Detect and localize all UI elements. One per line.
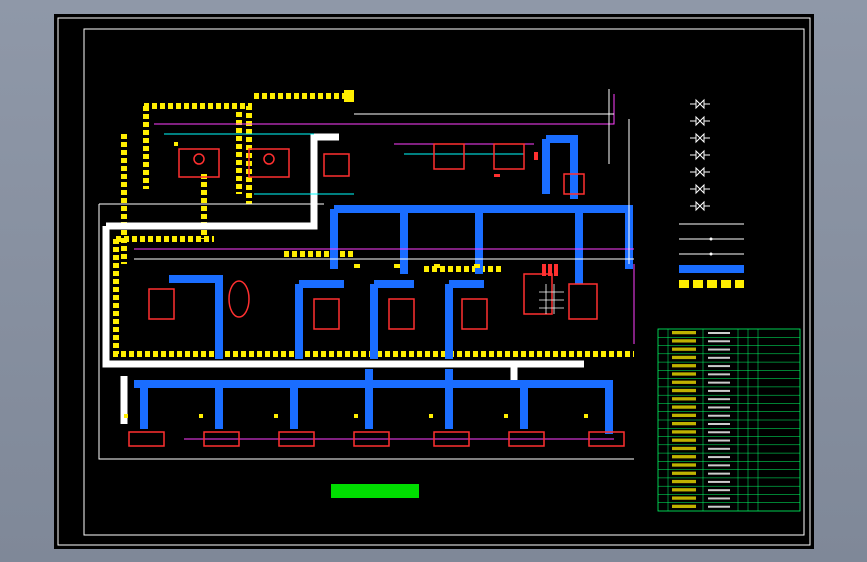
schematic-drawing xyxy=(57,17,811,546)
legend-valve-entry xyxy=(690,166,710,178)
cyan-grid xyxy=(539,284,564,314)
yellow-pipe-loop-main xyxy=(113,174,634,357)
legend-valve-entry xyxy=(690,200,710,212)
legend-valve-entry xyxy=(690,183,710,195)
equipment-group-middle xyxy=(148,273,598,330)
legend-line-entry xyxy=(679,252,744,256)
gate-valve-icon xyxy=(690,98,710,110)
legend-valves xyxy=(690,98,710,212)
safety-valve-icon xyxy=(690,166,710,178)
yellow-block xyxy=(344,90,354,102)
inner-frame xyxy=(83,28,805,536)
check-valve-icon xyxy=(690,115,710,127)
legend-line-entry xyxy=(679,265,744,273)
pump-row xyxy=(128,431,625,447)
outer-frame xyxy=(57,17,811,546)
red-accents xyxy=(494,152,558,276)
equipment-table xyxy=(657,328,801,512)
legend-valve-entry xyxy=(690,115,710,127)
legend-valve-entry xyxy=(690,149,710,161)
valve-markers xyxy=(124,142,588,418)
solenoid-valve-icon xyxy=(690,132,710,144)
legend-valve-entry xyxy=(690,98,710,110)
legend-valve-entry xyxy=(690,132,710,144)
drawing-title-box xyxy=(331,484,419,498)
legend-steam-swatch xyxy=(679,265,744,273)
blue-steam-pipe xyxy=(134,135,633,434)
pressure-valve-icon xyxy=(690,149,710,161)
relief-valve-icon xyxy=(690,200,710,212)
drawing-sheet xyxy=(54,14,814,549)
equipment-group-top xyxy=(178,143,585,195)
legend-lines xyxy=(679,223,744,288)
legend-line-entry xyxy=(679,237,744,241)
trap-icon xyxy=(690,183,710,195)
